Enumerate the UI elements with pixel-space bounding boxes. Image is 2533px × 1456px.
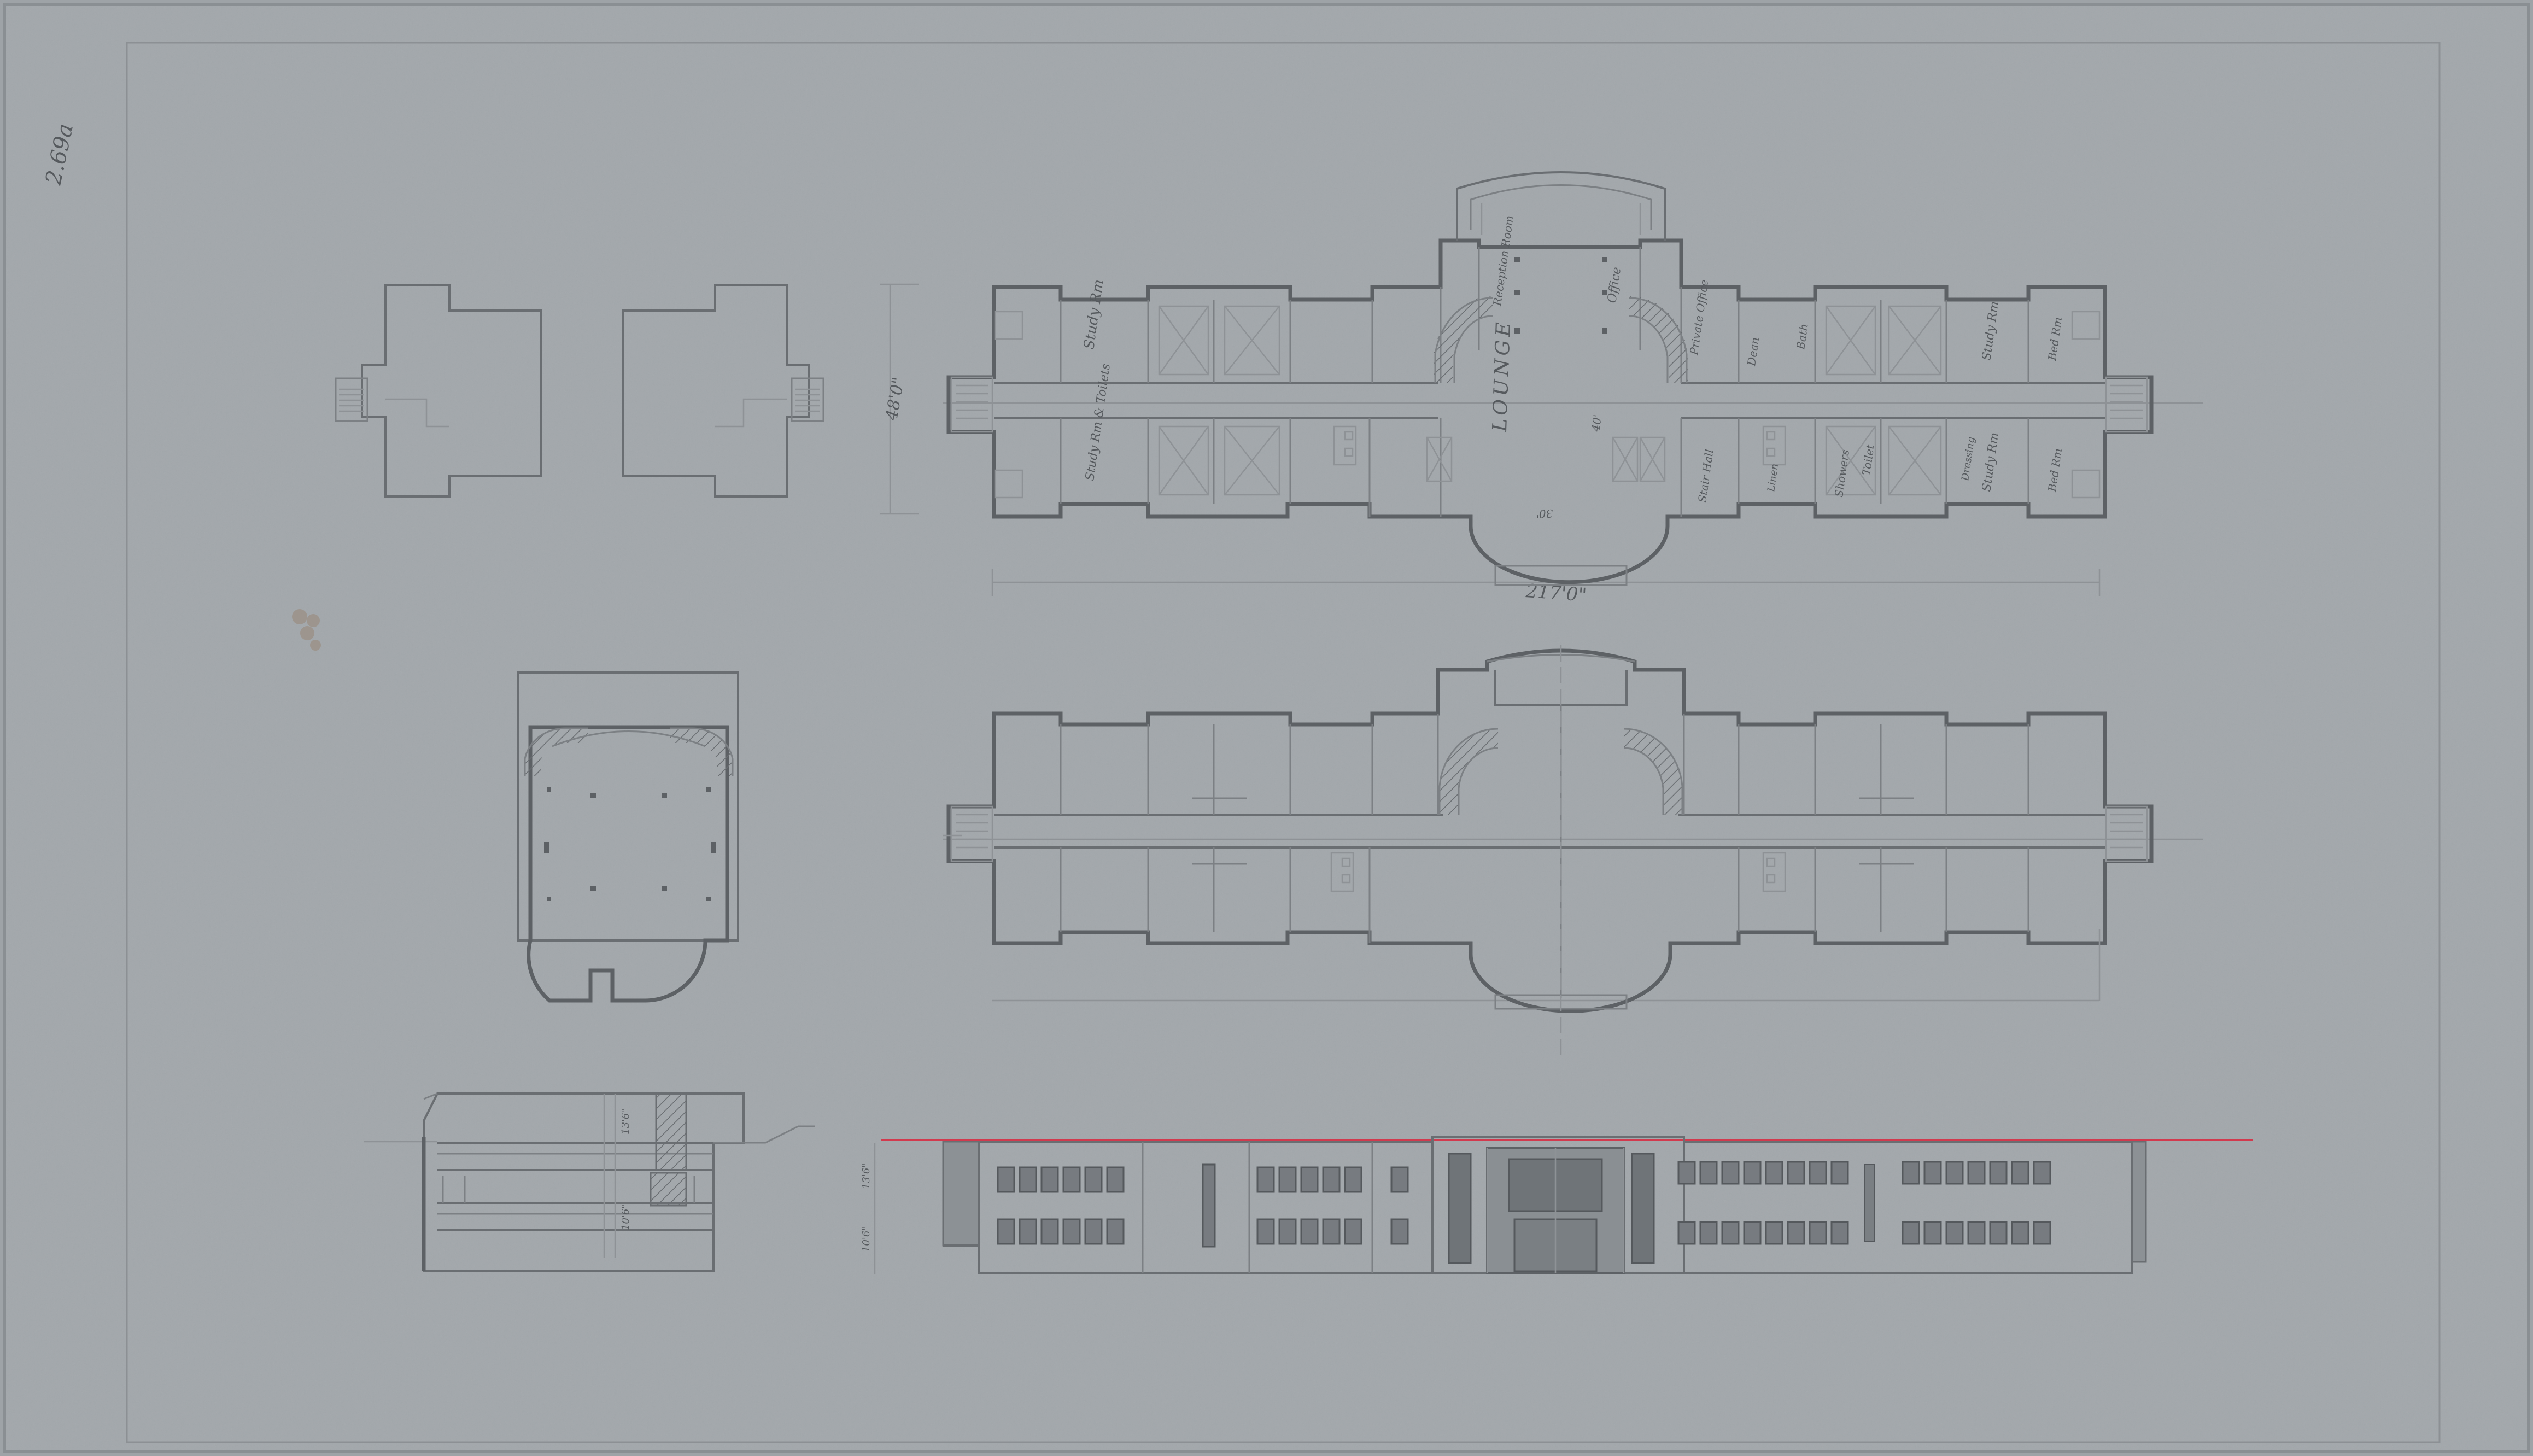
first-floor-grand-stairs: [1434, 296, 1688, 383]
front-elevation: 13'6" 10'6": [861, 1136, 2253, 1274]
section-dim-lower: 10'6": [620, 1204, 631, 1230]
label-lounge: LOUNGE: [1489, 319, 1515, 433]
first-floor-fixtures: [1333, 425, 1786, 466]
second-floor-end-stairs: [950, 805, 2148, 892]
first-floor-plan: 217'0" 48'0": [880, 171, 2203, 606]
first-floor-corridor: [994, 382, 2105, 419]
dim-overall-length: 217'0": [1524, 580, 1587, 606]
tower-plan-upper-mid: [622, 284, 824, 498]
first-floor-end-stairs: [950, 376, 2148, 433]
elevation-windows-right: [1677, 1161, 2051, 1245]
elevation-dim-upper: 13'6": [861, 1163, 872, 1189]
construction-lines: [943, 645, 2101, 1061]
elevation-dim-lower: 10'6": [861, 1226, 872, 1252]
section-dim-upper: 13'6": [620, 1108, 631, 1135]
elevation-windows-left: [997, 1163, 1409, 1248]
second-floor-grand-stairs: [1438, 728, 1683, 815]
building-section: 13'6" 10'6": [364, 1092, 815, 1272]
first-floor-portico: [1456, 171, 1666, 241]
tower-plan-upper-left: [335, 284, 542, 498]
first-floor-columns: [1514, 257, 1607, 334]
second-floor-partitions: [1060, 705, 2029, 998]
dim-lounge-depth: 40': [1589, 414, 1604, 433]
first-floor-closets: [994, 305, 2101, 499]
lounge-enlarged-plan: [517, 671, 739, 1003]
paper-edge: [3, 3, 2530, 1453]
stain: [292, 609, 321, 651]
second-floor-outline: [946, 648, 2154, 1013]
second-floor-plan: [943, 648, 2203, 1013]
sheet-border: [126, 42, 2441, 1443]
dim-bay-depth: 30': [1536, 507, 1553, 521]
